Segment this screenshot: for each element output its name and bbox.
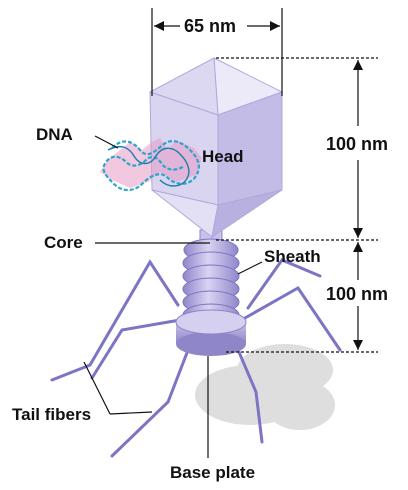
base-plate: [176, 310, 246, 356]
sheath-leader: [238, 262, 262, 274]
width-label: 65 nm: [184, 16, 236, 36]
tail-height-label: 100 nm: [326, 284, 388, 304]
tail-fibers-label: Tail fibers: [12, 405, 91, 424]
core-label: Core: [44, 233, 83, 252]
head-height-label: 100 nm: [326, 134, 388, 154]
head-label: Head: [202, 147, 244, 166]
dna-leader: [95, 136, 118, 148]
base-plate-label: Base plate: [170, 463, 255, 482]
phage-shadow: [195, 344, 335, 430]
dna-label: DNA: [36, 125, 73, 144]
tail-fibers-leader-2: [110, 412, 152, 414]
sheath-label: Sheath: [264, 247, 321, 266]
